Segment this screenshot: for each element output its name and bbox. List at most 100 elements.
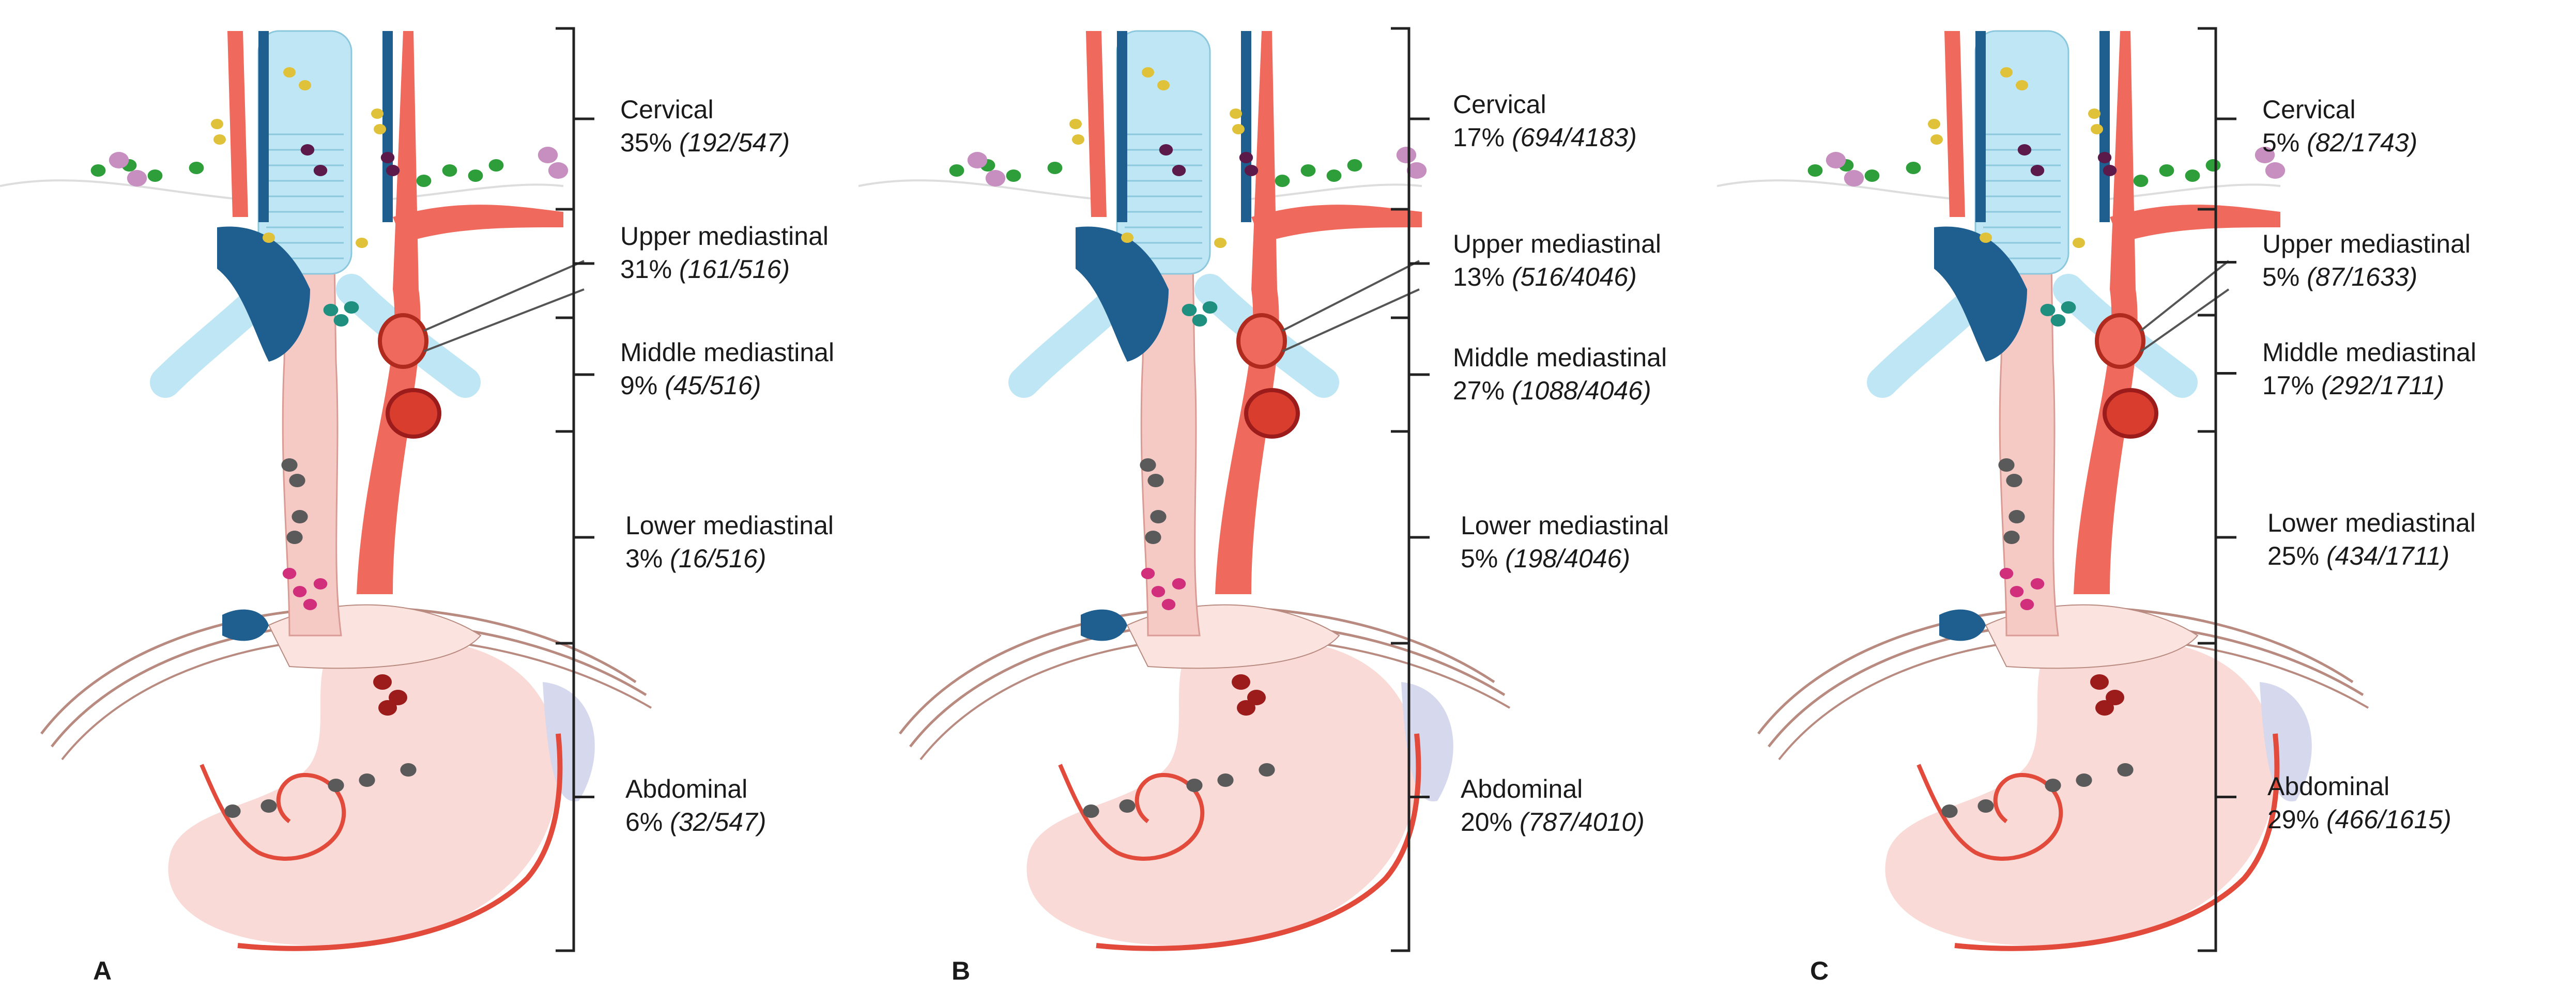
celiac-vessels — [1058, 764, 1205, 861]
region-stat: 3% (16/516) — [625, 542, 834, 575]
region-percent: 9% — [620, 371, 658, 400]
node-yellow — [2088, 109, 2100, 119]
node-gray — [400, 763, 417, 777]
region-name: Cervical — [620, 95, 714, 124]
subclavian-artery — [2110, 205, 2280, 243]
node-darkred — [1232, 674, 1250, 690]
region-fraction: (292/1711) — [2321, 371, 2445, 400]
node-yellow — [2016, 80, 2028, 90]
node-magenta — [313, 578, 328, 590]
region-stat: 13% (516/4046) — [1453, 260, 1661, 293]
node-yellow — [1214, 238, 1226, 248]
node-yellow — [1072, 134, 1084, 145]
node-green — [1347, 159, 1362, 172]
node-teal — [2040, 304, 2056, 316]
node-purple — [313, 165, 328, 176]
node-magenta — [303, 599, 317, 610]
node-gray — [2006, 474, 2022, 487]
node-gray — [1140, 458, 1156, 472]
region-abdominal: Abdominal 6% (32/547) — [625, 772, 766, 839]
region-fraction: (694/4183) — [1511, 123, 1637, 152]
node-green — [468, 169, 483, 182]
region-bracket — [1391, 316, 1430, 433]
region-stat: 17% (694/4183) — [1453, 121, 1637, 154]
region-name: Upper mediastinal — [2262, 229, 2471, 258]
carotid-artery — [227, 31, 248, 217]
region-cervical: Cervical 17% (694/4183) — [1453, 88, 1637, 154]
brachiocephalic-vein — [217, 226, 310, 362]
node-lilac — [1406, 162, 1427, 179]
node-darkred — [378, 700, 397, 716]
node-darkred — [2095, 700, 2114, 716]
carotid-artery — [1086, 31, 1107, 217]
panel-letter: B — [952, 956, 971, 985]
region-fraction: (516/4046) — [1511, 262, 1637, 291]
region-cervical: Cervical 5% (82/1743) — [2262, 93, 2417, 159]
node-darkred — [2090, 674, 2109, 690]
node-magenta — [1999, 568, 2014, 579]
region-fraction: (198/4046) — [1505, 544, 1631, 573]
node-teal — [1192, 314, 1207, 327]
node-green — [1275, 175, 1290, 187]
region-lower-mediastinal: Lower mediastinal 5% (198/4046) — [1461, 509, 1669, 575]
node-magenta — [1151, 586, 1166, 597]
node-purple — [1239, 152, 1253, 163]
node-yellow — [356, 238, 368, 248]
pointer-line — [1282, 260, 1420, 332]
region-name: Lower mediastinal — [1461, 511, 1669, 540]
node-gray — [328, 779, 344, 792]
region-stat: 6% (32/547) — [625, 805, 766, 839]
region-abdominal: Abdominal 29% (466/1615) — [2267, 770, 2451, 836]
node-darkred — [1247, 690, 1266, 705]
stomach — [168, 638, 559, 946]
skin-line — [392, 183, 564, 200]
node-gray — [2008, 510, 2025, 523]
region-fraction: (434/1711) — [2326, 541, 2450, 570]
node-magenta — [2010, 586, 2024, 597]
ivc — [222, 609, 269, 641]
node-green — [1047, 162, 1063, 174]
node-green — [1006, 169, 1021, 182]
region-percent: 3% — [625, 544, 663, 573]
subclavian-artery — [1251, 205, 1422, 243]
region-fraction: (32/547) — [670, 808, 766, 836]
node-yellow — [371, 109, 384, 119]
node-lilac — [538, 147, 558, 163]
node-yellow — [1142, 67, 1154, 78]
region-percent: 31% — [620, 255, 672, 284]
region-percent: 5% — [2262, 128, 2300, 157]
node-purple — [386, 165, 400, 176]
region-name: Lower mediastinal — [625, 511, 834, 540]
node-green — [442, 164, 457, 177]
carotid-artery — [1944, 31, 1965, 217]
node-gray — [2003, 531, 2020, 544]
region-percent: 27% — [1453, 376, 1505, 405]
node-purple — [380, 152, 395, 163]
node-magenta — [293, 586, 307, 597]
ivc — [1939, 609, 1986, 641]
anatomy-illustration — [1717, 27, 2369, 952]
node-darkred — [1237, 700, 1255, 716]
region-bracket — [556, 316, 594, 433]
node-purple — [2097, 152, 2112, 163]
node-gray — [1998, 458, 2015, 472]
node-gray — [289, 474, 305, 487]
region-upper-mediastinal: Upper mediastinal 31% (161/516) — [620, 220, 829, 286]
subclavian-artery — [393, 205, 563, 243]
aorta — [2074, 31, 2138, 594]
node-gray — [1977, 799, 1994, 813]
pointer-line — [1282, 288, 1420, 352]
node-yellow — [374, 124, 386, 134]
region-cervical: Cervical 35% (192/547) — [620, 93, 790, 159]
node-gray — [292, 510, 308, 523]
region-fraction: (161/516) — [679, 255, 790, 284]
node-yellow — [299, 80, 311, 90]
node-green — [2205, 159, 2221, 172]
node-yellow — [1069, 119, 1082, 129]
region-bracket — [2198, 642, 2236, 952]
brachiocephalic-vein — [1934, 226, 2027, 362]
aortic-arch — [2095, 313, 2145, 369]
gastroepiploic-artery — [1096, 733, 1421, 951]
region-name: Abdominal — [2267, 772, 2390, 801]
ivc — [1081, 609, 1127, 641]
